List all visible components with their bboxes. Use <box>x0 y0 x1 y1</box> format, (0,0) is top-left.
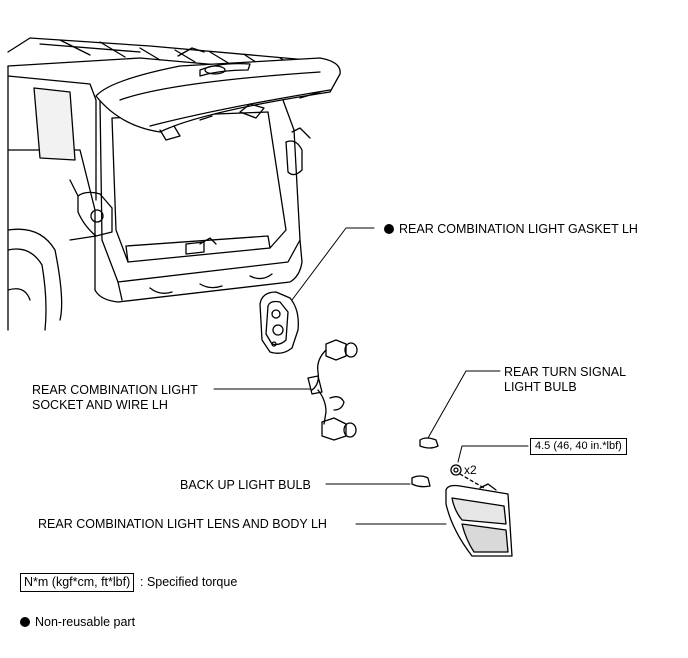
screw-quantity: x2 <box>464 463 477 477</box>
legend-torque-units: N*m (kgf*cm, ft*lbf) <box>24 575 131 589</box>
backup-bulb-illustration <box>411 475 431 488</box>
lens-and-body-illustration <box>445 483 513 557</box>
leader-lines <box>213 227 529 525</box>
gasket-callout: REAR COMBINATION LIGHT GASKET LH <box>384 222 638 237</box>
gasket-label: REAR COMBINATION LIGHT GASKET LH <box>399 222 638 236</box>
gasket-illustration <box>259 291 299 354</box>
legend-nonreusable-label: Non-reusable part <box>35 615 136 629</box>
nonreusable-dot-icon <box>384 224 394 234</box>
nonreusable-dot-icon <box>20 617 30 627</box>
legend-nonreusable: Non-reusable part <box>20 615 135 630</box>
vehicle-rear-illustration <box>7 37 341 331</box>
turn-bulb-label-line2: LIGHT BULB <box>504 380 577 394</box>
turn-signal-bulb-illustration <box>419 437 439 449</box>
backup-bulb-label: BACK UP LIGHT BULB <box>180 478 311 492</box>
screw-illustration <box>450 464 462 476</box>
socket-and-wire-illustration <box>307 339 358 441</box>
backup-bulb-callout: BACK UP LIGHT BULB <box>180 478 311 493</box>
socket-label-line2: SOCKET AND WIRE LH <box>32 398 168 412</box>
legend-torque-desc: : Specified torque <box>140 575 238 589</box>
turn-bulb-label-line1: REAR TURN SIGNAL <box>504 365 627 379</box>
lens-body-label: REAR COMBINATION LIGHT LENS AND BODY LH <box>38 517 327 531</box>
socket-label-line1: REAR COMBINATION LIGHT <box>32 383 198 397</box>
torque-value-box: 4.5 (46, 40 in.*lbf) <box>530 438 627 455</box>
legend-torque-units-box: N*m (kgf*cm, ft*lbf) <box>20 573 135 592</box>
lens-body-callout: REAR COMBINATION LIGHT LENS AND BODY LH <box>38 517 327 532</box>
torque-value: 4.5 (46, 40 in.*lbf) <box>535 440 622 452</box>
turn-bulb-callout: REAR TURN SIGNAL LIGHT BULB <box>504 365 626 395</box>
socket-callout: REAR COMBINATION LIGHT SOCKET AND WIRE L… <box>32 383 198 413</box>
